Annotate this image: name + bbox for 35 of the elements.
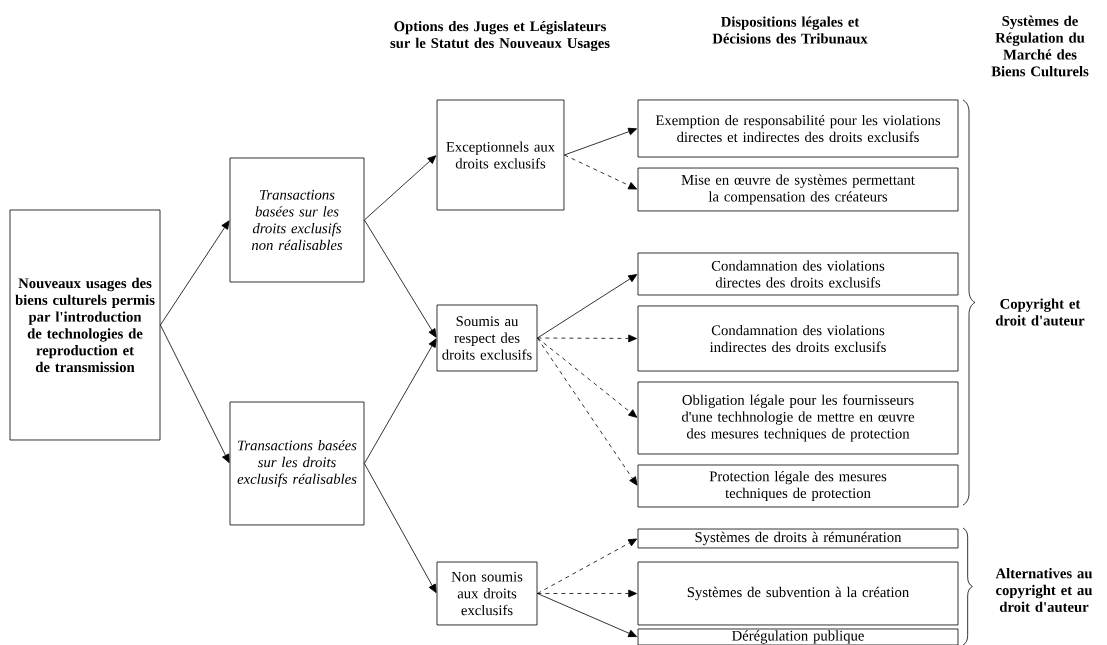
process-box: Obligation légale pour les fournisseurs d'une techhnologie de mettre en œuvre des mesures techniques de protection xyxy=(637,381,959,455)
arrow xyxy=(160,220,230,326)
arrow xyxy=(364,463,437,593)
arrow xyxy=(537,337,638,486)
process-box: Condamnation des violations directes des droits exclusifs xyxy=(637,252,959,296)
arrow xyxy=(160,324,230,463)
arrow xyxy=(537,334,637,343)
process-box: Mise en œuvre de systèmes permettant la compensation des créateurs xyxy=(637,167,959,212)
column-heading: Options des Juges et Législateurs sur le Statut des Nouveaux Usages xyxy=(390,20,610,52)
arrow xyxy=(537,589,637,598)
process-box: Exemption de responsabilité pour les violations directes et indirectes des droits exclusifs xyxy=(637,99,959,158)
process-box: Protection légale des mesures techniques de protection xyxy=(637,464,959,508)
arrow xyxy=(537,337,638,418)
arrow xyxy=(563,127,638,156)
process-box: Soumis au respect des droits exclusifs xyxy=(436,304,538,372)
process-box: Dérégulation publique xyxy=(637,628,959,645)
arrow xyxy=(364,155,437,221)
brace-label: Copyright et droit d'auteur xyxy=(995,298,1085,326)
process-box: Nouveaux usages des biens culturels permis par l'introduction de technologies de reproduction et de transmission xyxy=(9,209,161,441)
arrow xyxy=(537,593,638,638)
column-heading: Systèmes de Régulation du Marché des Biens Culturels xyxy=(991,15,1089,77)
arrow xyxy=(563,154,638,190)
process-box: Systèmes de droits à rémunération xyxy=(637,528,959,549)
process-box: Condamnation des violations indirectes des droits exclusifs xyxy=(637,305,959,372)
process-box: Transactions basées sur les droits exclusifs réalisables xyxy=(229,401,365,526)
column-heading: Dispositions légales et Décisions des Tribunaux xyxy=(712,16,868,44)
process-box: Systèmes de subvention à la création xyxy=(637,561,959,626)
arrow xyxy=(537,274,638,339)
process-box: Exceptionnels aux droits exclusifs xyxy=(436,99,565,211)
arrow xyxy=(364,338,437,464)
process-box: Non soumis aux droits exclusifs xyxy=(436,561,538,626)
brace-label: Alternatives au copyright et au droit d'auteur xyxy=(995,568,1093,612)
process-box: Transactions basées sur les droits exclusifs non réalisables xyxy=(229,157,365,283)
arrow xyxy=(364,219,437,338)
arrow xyxy=(537,538,638,594)
